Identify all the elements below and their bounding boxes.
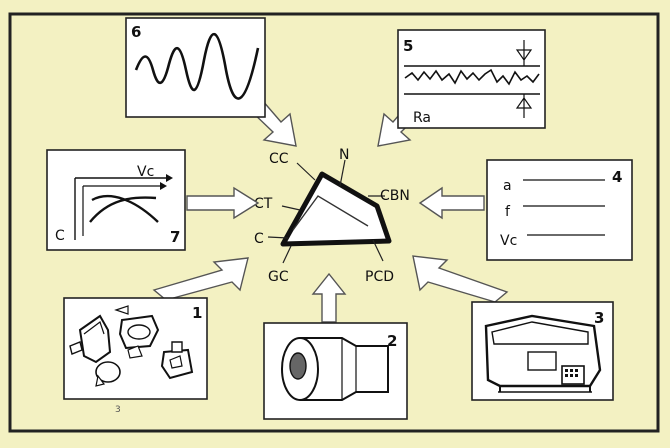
leader-c [267,236,289,239]
panel-1: 1 [63,297,208,400]
panel-1-number: 1 [192,304,202,322]
leader-n [339,159,346,187]
insert-inner-edge [292,195,369,231]
tool-holder-1 [78,314,112,364]
panel-6-box [125,17,266,118]
arrow-from-2 [311,272,347,323]
arrow-from-1 [152,257,249,301]
label-c: C [254,231,264,247]
insert-outline [280,171,392,247]
panel-3-number: 3 [594,309,604,327]
label-ct: CT [254,196,273,212]
leader-pcd [372,239,384,262]
leader-ct [281,205,301,211]
panel-5-number: 5 [403,37,413,55]
panel-5: 5 Ra [397,29,546,129]
roughness-profile [404,68,540,86]
label-pcd: PCD [365,269,394,285]
row-label-a: a [503,178,512,194]
axis-label-vc: Vc [137,164,154,180]
curve-2 [89,196,157,223]
panel-3: 3 [471,301,614,401]
tool-ring [95,361,121,383]
cylinder-body [300,337,389,401]
panel-6-number: 6 [131,23,141,41]
panel-6: 6 [125,17,266,118]
label-cbn: CBN [380,188,410,204]
panel-4: 4 a f Vc [486,159,633,261]
tool-holder-2 [118,314,160,350]
panel-7-number: 7 [170,228,180,246]
arrow-from-4 [418,186,485,220]
row-label-vc: Vc [500,233,517,249]
machine-window [527,351,557,371]
outer-frame [8,12,660,433]
panel-2-number: 2 [387,332,397,350]
panel-7: Vc C 7 [46,149,186,251]
leader-cc [296,162,316,181]
axis-label-c: C [55,228,65,244]
arrow-from-7 [186,186,260,220]
arrow-from-3 [412,255,509,303]
cylinder-bore [289,352,307,380]
panel-7-box [46,149,186,251]
wave-curve [134,32,260,100]
center-insert: CC N CT CBN C GC PCD [254,147,410,285]
arrows [152,99,509,323]
label-n: N [339,147,349,163]
footer-mark: 3 [115,405,121,415]
row-label-f: f [505,204,511,220]
leader-gc [282,245,292,264]
label-cc: CC [269,151,289,167]
label-ra: Ra [413,110,431,126]
panel-2: 2 [263,322,408,420]
label-gc: GC [268,269,289,285]
panel-4-box [486,159,633,261]
panel-4-number: 4 [612,168,622,186]
